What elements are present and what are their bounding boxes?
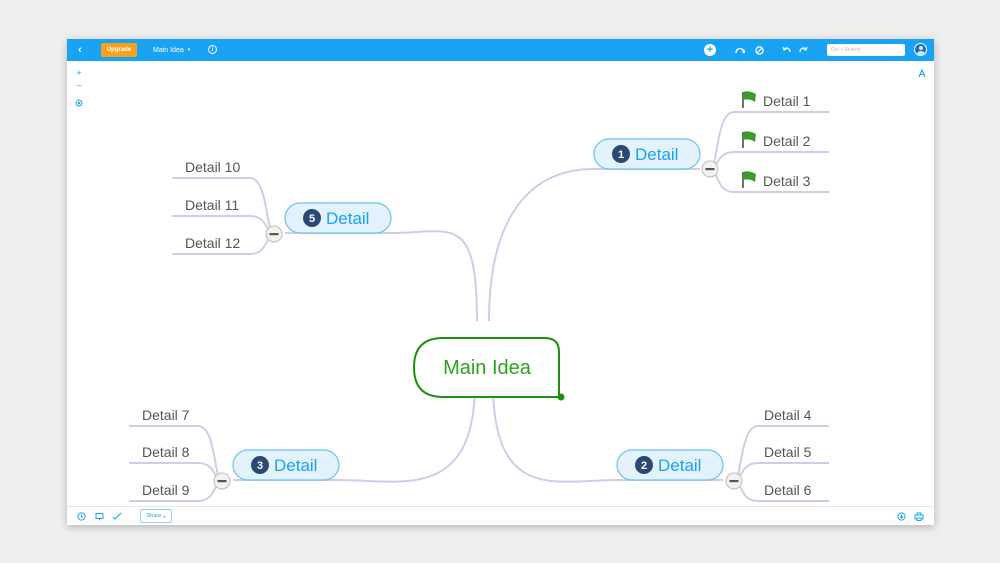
detail-node[interactable]: Detail 6 — [764, 482, 812, 498]
topic-number: 2 — [641, 460, 647, 472]
redo-icon[interactable] — [797, 43, 809, 57]
topic-number: 3 — [257, 460, 263, 472]
search-input[interactable] — [827, 44, 905, 56]
topic-node[interactable]: 5 Detail — [284, 202, 392, 234]
detail-label: Detail 9 — [142, 482, 190, 498]
detail-branch — [733, 462, 829, 482]
document-title-menu[interactable]: Main Idea ▾ — [153, 43, 190, 57]
avatar[interactable] — [914, 43, 927, 56]
download-icon[interactable] — [895, 509, 907, 523]
history-icon[interactable] — [75, 509, 87, 523]
topic-number: 5 — [309, 213, 315, 225]
chevron-down-icon: ▾ — [187, 47, 191, 53]
collapse-icon[interactable] — [701, 160, 719, 178]
collapse-icon[interactable] — [213, 472, 231, 490]
detail-branch — [172, 215, 275, 235]
detail-label: Detail 11 — [185, 197, 239, 213]
collapse-icon[interactable] — [725, 472, 743, 490]
detail-label: Detail 7 — [142, 407, 190, 423]
topic-number: 1 — [618, 149, 624, 161]
undo-icon[interactable] — [780, 43, 792, 57]
detail-branch — [129, 462, 223, 482]
detail-label: Detail 8 — [142, 444, 190, 460]
topic-number-badge — [612, 145, 630, 163]
topic-label: Detail — [658, 456, 701, 475]
topic-number-badge — [251, 456, 269, 474]
zoom-in-icon[interactable]: + — [76, 68, 82, 78]
central-topic-box — [412, 337, 560, 398]
flag-icon — [742, 131, 756, 148]
detail-label: Detail 3 — [763, 173, 811, 189]
upgrade-button[interactable]: Upgrade — [101, 43, 137, 57]
zoom-out-icon[interactable]: – — [76, 80, 82, 90]
share-button[interactable]: Share ▾ — [140, 509, 172, 523]
topic-node[interactable]: 1 Detail — [593, 138, 701, 170]
document-title: Main Idea — [153, 46, 184, 54]
detail-label: Detail 4 — [764, 407, 812, 423]
detail-node[interactable]: Detail 2 — [742, 131, 811, 149]
chevron-down-icon: ▾ — [163, 513, 166, 519]
back-icon[interactable]: ‹ — [78, 44, 82, 56]
topic-node[interactable]: 3 Detail — [232, 449, 340, 481]
topic-label: Detail — [326, 209, 369, 228]
add-topic-icon[interactable]: + — [704, 44, 716, 56]
detail-node[interactable]: Detail 10 — [185, 159, 240, 175]
format-icon[interactable] — [916, 67, 928, 79]
detail-node[interactable]: Detail 5 — [764, 444, 812, 460]
collapse-icon[interactable] — [265, 225, 283, 243]
detail-node[interactable]: Detail 7 — [142, 407, 190, 423]
detail-label: Detail 6 — [764, 482, 812, 498]
topic-branch — [488, 168, 595, 322]
topic-label: Detail — [274, 456, 317, 475]
share-label: Share — [146, 513, 162, 519]
central-topic-label: Main Idea — [443, 357, 532, 379]
detail-node[interactable]: Detail 1 — [742, 91, 811, 109]
detail-label: Detail 1 — [763, 93, 811, 109]
flag-icon — [742, 171, 756, 188]
topic-node[interactable]: 2 Detail — [616, 449, 724, 481]
top-toolbar: ‹ Upgrade Main Idea ▾ i + — [67, 39, 934, 61]
detail-node[interactable]: Detail 8 — [142, 444, 190, 460]
topic-branch — [492, 382, 618, 483]
app-window: ‹ Upgrade Main Idea ▾ i + + – — [67, 39, 934, 525]
detail-node[interactable]: Detail 12 — [185, 235, 240, 251]
central-topic[interactable]: Main Idea — [412, 337, 565, 401]
info-icon[interactable]: i — [208, 45, 217, 54]
detail-label: Detail 12 — [185, 235, 240, 251]
presentation-icon[interactable] — [93, 509, 105, 523]
detail-branch — [709, 151, 829, 170]
connector-handle[interactable] — [557, 393, 565, 401]
detail-node[interactable]: Detail 3 — [742, 171, 811, 189]
detail-node[interactable]: Detail 9 — [142, 482, 190, 498]
topic-branch — [338, 382, 476, 483]
flag-icon — [742, 91, 756, 108]
detail-label: Detail 2 — [763, 133, 811, 149]
topic-label: Detail — [635, 145, 678, 164]
block-icon[interactable] — [753, 43, 765, 57]
center-icon[interactable] — [73, 97, 85, 109]
relationship-icon[interactable] — [734, 43, 746, 57]
topic-number-badge — [635, 456, 653, 474]
print-icon[interactable] — [913, 509, 925, 523]
tasks-icon[interactable] — [111, 509, 123, 523]
detail-label: Detail 10 — [185, 159, 240, 175]
detail-node[interactable]: Detail 11 — [185, 197, 239, 213]
detail-node[interactable]: Detail 4 — [764, 407, 812, 423]
bottom-divider — [67, 506, 934, 507]
detail-label: Detail 5 — [764, 444, 812, 460]
topic-branch — [390, 230, 478, 322]
topic-number-badge — [303, 209, 321, 227]
